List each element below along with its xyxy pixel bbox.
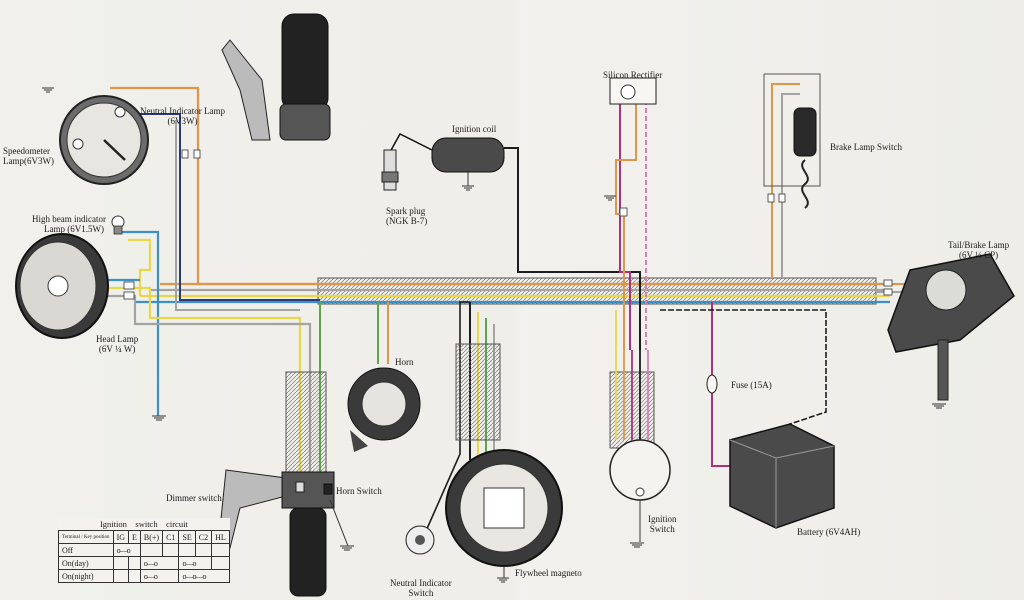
ground-symbols <box>42 87 946 583</box>
table-row: Off o—o <box>58 543 230 557</box>
tail-lamp-icon <box>887 253 1015 401</box>
horn-icon <box>347 367 421 452</box>
wires-brake <box>763 73 821 278</box>
wires-speedometer <box>110 86 320 311</box>
label-horn-switch: Horn Switch <box>336 486 382 496</box>
ignition-switch-icon <box>609 439 671 542</box>
table-corner: Terminal / Key position <box>58 530 114 544</box>
neutral-switch-icon <box>405 525 435 555</box>
row-position: Off <box>58 543 114 557</box>
label-spark-plug: Spark plug (NGK B-7) <box>386 206 428 226</box>
label-neutral-switch: Neutral Indicator Switch <box>390 578 452 598</box>
spark-plug-icon <box>381 149 399 191</box>
label-neutral-lamp: Neutral Indicator Lamp (6V3W) <box>140 106 225 126</box>
magneto-icon <box>445 449 563 578</box>
throttle-grip-icon <box>221 13 331 141</box>
label-fuse: Fuse (15A) <box>731 380 772 390</box>
label-horn: Horn <box>395 357 414 367</box>
handlebar-switch-icon <box>217 469 349 597</box>
rectifier-icon <box>609 77 657 105</box>
brake-switch-icon <box>793 107 817 209</box>
ignition-switch-table: Ignition switch circuit Terminal / Key p… <box>58 518 230 583</box>
headlamp-icon <box>15 233 109 339</box>
connection-symbol: o—o <box>139 569 180 583</box>
row-position: On(night) <box>58 569 114 583</box>
table-row: On(night) o—o o—o—o <box>58 569 230 583</box>
label-dimmer-switch: Dimmer switch <box>166 493 222 503</box>
table-caption: Ignition switch circuit <box>99 519 188 529</box>
wires-headlamp <box>100 230 312 480</box>
label-headlamp: Head Lamp (6V ¼ W) <box>96 334 139 354</box>
table-col: C1 <box>162 530 180 544</box>
wires-down <box>285 301 655 541</box>
label-rectifier: Silicon Rectifier <box>603 70 663 80</box>
label-battery: Battery (6V4AH) <box>797 527 861 537</box>
table-header-row: Terminal / Key position IG E B(+) C1 SE … <box>58 530 230 544</box>
connection-symbol: o—o <box>112 543 141 557</box>
label-magneto: Flywheel magneto <box>515 568 582 578</box>
speedometer-icon <box>59 95 149 185</box>
label-tail-lamp: Tail/Brake Lamp (6V ½ CP) <box>948 240 1010 260</box>
label-ignition-switch: Ignition Switch <box>648 514 677 534</box>
table-col: IG <box>112 530 130 544</box>
table-col: HL <box>211 530 230 544</box>
table-col: C2 <box>194 530 213 544</box>
wire-ignition-coil <box>504 147 641 350</box>
ignition-coil-icon <box>389 133 505 186</box>
table-col: SE <box>178 530 196 544</box>
wires-rectifier <box>615 100 647 350</box>
connection-symbol: o—o <box>178 556 213 570</box>
label-ignition-coil: Ignition coil <box>452 124 497 134</box>
battery-icon <box>729 423 835 529</box>
row-position: On(day) <box>58 556 114 570</box>
table-row: On(day) o—o o—o <box>58 556 230 570</box>
label-brake-switch: Brake Lamp Switch <box>830 142 902 152</box>
connection-symbol: o—o—o <box>178 569 230 583</box>
label-speedometer: Speedometer Lamp(6V3W) <box>3 146 54 166</box>
connection-symbol: o—o <box>139 556 180 570</box>
highbeam-bulb-icon <box>111 215 125 235</box>
label-highbeam: High beam indicator Lamp (6V1.5W) <box>32 214 106 234</box>
table-col: E <box>128 530 141 544</box>
table-col: B(+) <box>139 530 164 544</box>
